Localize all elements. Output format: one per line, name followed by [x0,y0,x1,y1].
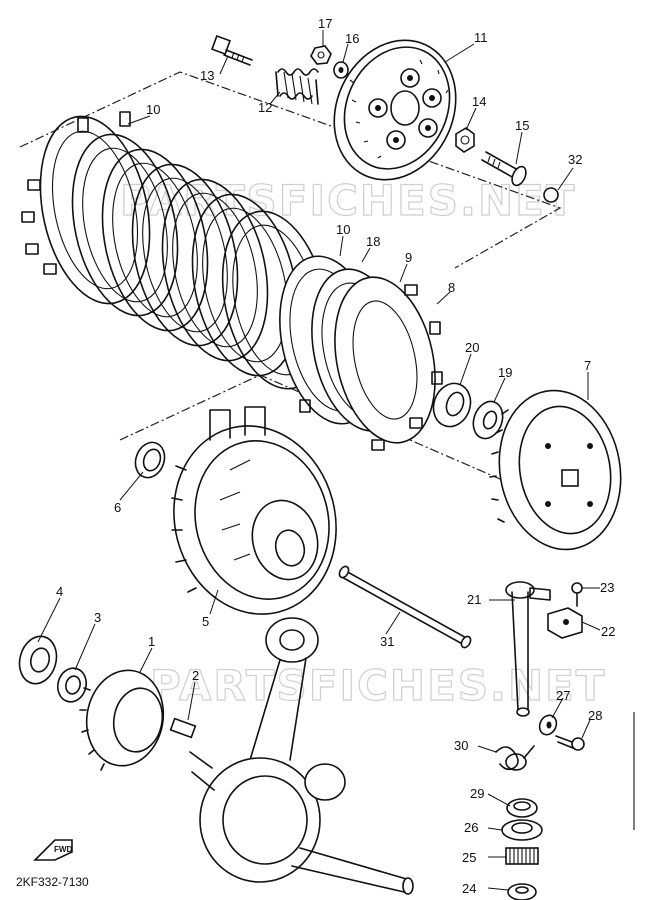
part-31-push-rod[interactable] [338,565,473,649]
part-14-nut[interactable] [455,127,475,153]
callout-20[interactable]: 20 [465,340,479,355]
part-3-lock-washer[interactable] [54,665,90,705]
callout-11[interactable]: 11 [474,30,488,45]
callout-32[interactable]: 32 [568,152,582,167]
callout-31[interactable]: 31 [380,634,394,649]
part-12-spring[interactable] [275,68,319,105]
callout-2[interactable]: 2 [192,668,199,683]
callout-18[interactable]: 18 [366,234,380,249]
callout-13[interactable]: 13 [200,68,214,83]
part-25-bearing[interactable] [505,847,539,865]
fwd-arrow: FWD [33,839,73,861]
fwd-label: FWD [54,845,72,854]
callout-9[interactable]: 9 [405,250,412,265]
callout-8[interactable]: 8 [448,280,455,295]
callout-numbers: 17 16 11 13 12 10 14 15 32 10 18 9 8 20 … [56,16,615,896]
callout-25[interactable]: 25 [462,850,476,865]
callout-29[interactable]: 29 [470,786,484,801]
callout-5[interactable]: 5 [202,614,209,629]
part-13-bolt[interactable] [211,35,253,66]
clutch-plate-stack[interactable] [21,106,449,452]
callout-1[interactable]: 1 [148,634,155,649]
callout-17[interactable]: 17 [318,16,332,31]
callout-15[interactable]: 15 [515,118,529,133]
callout-14[interactable]: 14 [472,94,486,109]
callout-3[interactable]: 3 [94,610,101,625]
diagram-code: 2KF332-7130 [16,875,89,889]
part-24-seal[interactable] [507,883,537,900]
part-6-thrust-washer[interactable] [131,438,170,481]
callout-28[interactable]: 28 [588,708,602,723]
part-5-clutch-housing[interactable] [153,406,357,632]
callout-27[interactable]: 27 [556,688,570,703]
part-15-push-rod[interactable] [481,151,529,188]
callout-30[interactable]: 30 [454,738,468,753]
part-22-bracket[interactable] [547,607,583,639]
part-26-washer[interactable] [501,819,543,841]
part-17-nut[interactable] [310,45,332,65]
callout-23[interactable]: 23 [600,580,614,595]
callout-6[interactable]: 6 [114,500,121,515]
callout-10-top[interactable]: 10 [146,102,160,117]
callout-10-mid[interactable]: 10 [336,222,350,237]
part-20-nut[interactable] [428,378,477,432]
part-28-bolt[interactable] [555,735,585,751]
callout-4[interactable]: 4 [56,584,63,599]
callout-19[interactable]: 19 [498,365,512,380]
part-21-push-lever-shaft[interactable] [505,581,551,717]
part-16-washer[interactable] [333,61,349,79]
callout-7[interactable]: 7 [584,358,591,373]
callout-21[interactable]: 21 [467,592,481,607]
part-32-ball[interactable] [543,187,559,203]
callout-12[interactable]: 12 [258,100,272,115]
part-19-lock-washer[interactable] [468,397,507,442]
part-29-seal[interactable] [506,798,538,818]
part-30-torsion-spring[interactable] [495,745,535,771]
callout-26[interactable]: 26 [464,820,478,835]
part-27-washer[interactable] [537,713,560,738]
callout-16[interactable]: 16 [345,31,359,46]
leader-lines [37,30,601,891]
part-4-nut[interactable] [14,632,61,688]
callout-22[interactable]: 22 [601,624,615,639]
part-11-pressure-plate[interactable] [312,20,478,200]
watermark-bottom: PARTSFICHES.NET [150,661,606,710]
part-23-screw[interactable] [571,582,583,607]
part-7-primary-driven-gear[interactable] [487,381,633,559]
part-2-key[interactable] [169,717,197,739]
crankshaft [189,617,414,895]
part-1-primary-drive-gear[interactable] [79,664,171,772]
callout-24[interactable]: 24 [462,881,476,896]
